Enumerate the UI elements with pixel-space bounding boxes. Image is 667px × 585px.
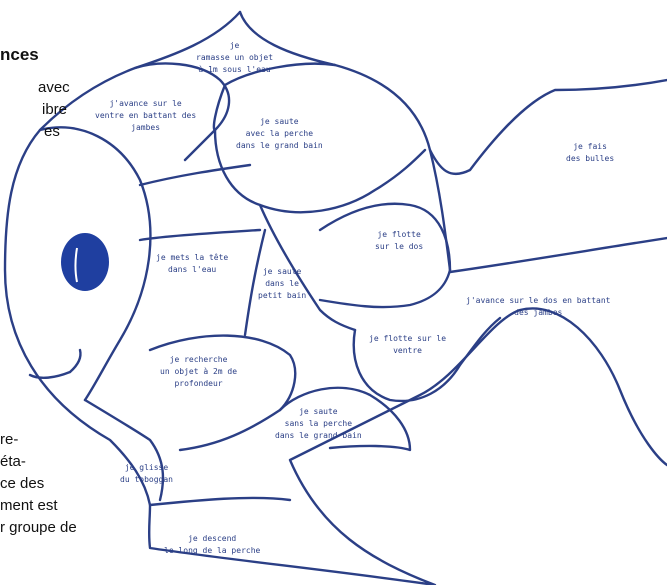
zone-label-upper-middle: je saute avec la perche dans le grand ba…: [236, 116, 323, 152]
zone-label-bottom-right: je saute sans la perche dans le grand ba…: [275, 406, 362, 442]
zone-label-bottom-left: je glisse du toboggan: [120, 462, 173, 486]
bottom-text-line-4: ment est: [0, 498, 58, 513]
fish-eye: [61, 233, 109, 291]
tail-top-outline: [430, 150, 450, 270]
center-left-line: [140, 230, 260, 240]
zone-label-tail-bottom: j'avance sur le dos en battant des jambe…: [466, 295, 611, 319]
bottom-text-line-2: éta-: [0, 454, 26, 469]
bottom-divider: [150, 498, 290, 505]
mouth-tick: [70, 350, 81, 372]
bottom-text-line-5: r groupe de: [0, 520, 77, 535]
lower-right-arc: [354, 318, 500, 401]
zone-label-lower-right: je flotte sur le ventre: [369, 333, 446, 357]
side-text-line-3: es: [44, 124, 60, 139]
bottom-text-line-3: ce des: [0, 476, 44, 491]
zone-label-middle-right: je flotte sur le dos: [375, 229, 423, 253]
zone-label-bottom: je descend le long de la perche: [164, 533, 260, 557]
side-text-line-1: avec: [38, 80, 70, 95]
lower-center-arc: [150, 336, 295, 450]
bottom-text-line-1: re-: [0, 432, 18, 447]
middle-right-arc: [320, 204, 450, 307]
head-inner-curve: [140, 165, 250, 185]
zone-label-top: je ramasse un objet à 1m sous l'eau: [196, 40, 273, 76]
side-text-line-2: ibre: [42, 102, 67, 117]
zone-label-center: je saute dans le petit bain: [258, 266, 306, 302]
zone-label-upper-left: j'avance sur le ventre en battant des ja…: [95, 98, 196, 134]
tail-divider: [450, 238, 667, 272]
zone-label-tail-top: je fais des bulles: [566, 141, 614, 165]
zone-label-head-middle: je mets la tête dans l'eau: [156, 252, 228, 276]
page-heading: nces: [0, 46, 39, 63]
zone-label-lower-center: je recherche un objet à 2m de profondeur: [160, 354, 237, 390]
